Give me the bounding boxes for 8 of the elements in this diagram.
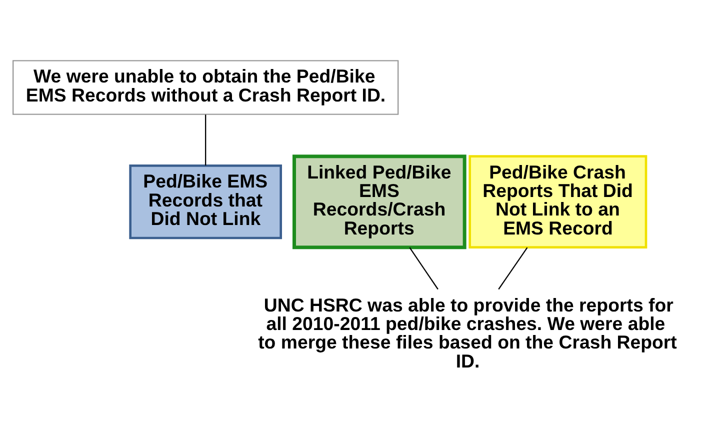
node-box: Ped/Bike Crash Reports That Did Not Link to an EMS Record	[468, 155, 648, 248]
connector	[205, 114, 206, 166]
connector	[409, 247, 438, 290]
node-box: We were unable to obtain the Ped/Bike EMS Records without a Crash Report ID.	[12, 60, 399, 115]
node-box: Linked Ped/Bike EMS Records/Crash Reports	[292, 154, 466, 250]
connector	[498, 247, 528, 290]
node-box: Ped/Bike EMS Records that Did Not Link	[129, 164, 282, 240]
node-text: UNC HSRC was able to provide the reports for all 2010-2011 ped/bike crashes. We were able to merge these files based on the Crash Report ID.	[258, 294, 677, 372]
